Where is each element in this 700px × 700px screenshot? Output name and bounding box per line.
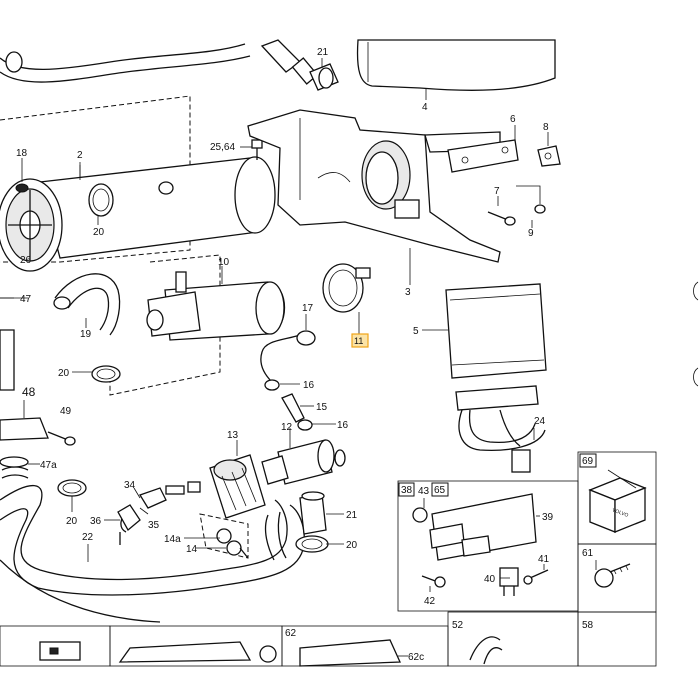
label-6: 6 <box>510 114 516 125</box>
bracket-3 <box>247 109 501 285</box>
label-61: 61 <box>582 548 594 559</box>
label-38-box <box>398 482 415 497</box>
label-21-b: 21 <box>346 510 358 521</box>
label-22: 22 <box>82 532 94 543</box>
canister-2 <box>39 156 276 259</box>
valve-13 <box>209 454 266 519</box>
label-39: 39 <box>542 512 554 523</box>
label-2: 2 <box>77 150 83 161</box>
screw-61 <box>594 563 631 588</box>
clamp-20-mid <box>91 365 121 383</box>
bolt-49 <box>47 431 76 446</box>
label-58: 58 <box>582 620 594 631</box>
screw-9 <box>516 185 546 228</box>
right-edge-mark-top <box>693 281 699 301</box>
part-62 <box>299 639 401 667</box>
label-16-b: 16 <box>337 420 349 431</box>
label-3: 3 <box>405 287 411 298</box>
label-40: 40 <box>484 574 496 585</box>
label-14: 14 <box>186 544 198 555</box>
label-16-a: 16 <box>303 380 315 391</box>
control-unit-5 <box>422 283 547 379</box>
wheel-18 <box>0 178 63 272</box>
pump-10 <box>146 266 286 341</box>
label-38: 38 <box>401 485 413 496</box>
hose-52 <box>469 636 503 665</box>
part-bottom-mid <box>118 641 277 663</box>
label-15: 15 <box>316 402 328 413</box>
label-11: 11 <box>354 336 363 346</box>
volvo-box-text: VOLVO <box>611 507 629 518</box>
label-8: 8 <box>543 122 549 133</box>
label-10: 10 <box>218 257 230 268</box>
clamp-20-top <box>88 183 114 217</box>
nozzle-34 <box>117 481 201 545</box>
pipe-fitting-21 <box>260 39 339 91</box>
label-20-b: 20 <box>58 368 70 379</box>
label-19: 19 <box>80 329 92 340</box>
label-20-a: 20 <box>93 227 105 238</box>
leader-lines <box>0 146 597 657</box>
label-69: 69 <box>582 456 594 467</box>
label-7: 7 <box>494 186 500 197</box>
label-41: 41 <box>538 554 550 565</box>
label-21-top: 21 <box>317 47 329 58</box>
bolt-25-64 <box>251 139 263 160</box>
label-49: 49 <box>60 406 72 417</box>
clamp-20-lower <box>57 479 87 497</box>
clamp-ring-11 <box>322 263 371 334</box>
label-14a: 14a <box>164 534 181 545</box>
label-24: 24 <box>534 416 546 427</box>
bracket-47 <box>0 297 15 391</box>
label-11-highlight <box>351 333 369 348</box>
label-4: 4 <box>422 102 428 113</box>
pump-12 <box>261 428 346 485</box>
label-34: 34 <box>124 480 136 491</box>
label-47a: 47a <box>40 460 57 471</box>
bottom-row-frames <box>0 611 657 667</box>
right-edge-mark-bottom <box>693 367 699 387</box>
clamp-20-bottom <box>295 535 329 553</box>
screw-7 <box>487 196 516 226</box>
label-42: 42 <box>424 596 436 607</box>
label-20-c: 20 <box>66 516 78 527</box>
label-69-box <box>579 453 597 468</box>
label-13: 13 <box>227 430 239 441</box>
reservoir-4 <box>356 39 556 100</box>
label-36: 36 <box>90 516 102 527</box>
wire-sensor-17 <box>260 330 316 431</box>
label-18: 18 <box>16 148 28 159</box>
label-35: 35 <box>148 520 160 531</box>
label-47: 47 <box>20 294 32 305</box>
hose-21-lower <box>264 491 327 561</box>
bracket-48 <box>0 400 49 441</box>
bolt-14 <box>199 513 249 559</box>
hose-19 <box>53 273 121 336</box>
plate-6 <box>447 125 519 173</box>
label-26: 26 <box>20 255 32 266</box>
label-48: 48 <box>22 385 36 399</box>
label-17: 17 <box>302 303 314 314</box>
part-bottom-left <box>39 641 81 661</box>
label-52: 52 <box>452 620 464 631</box>
label-65-box <box>431 482 449 497</box>
wiring-harness-24 <box>455 385 546 473</box>
label-65: 65 <box>434 485 446 496</box>
label-9: 9 <box>528 228 534 239</box>
label-20-d: 20 <box>346 540 358 551</box>
upper-hose <box>0 43 251 83</box>
label-12: 12 <box>281 422 293 433</box>
kit-box-38 <box>397 480 579 612</box>
group-outline-mid <box>109 254 221 396</box>
label-62: 62 <box>285 628 297 639</box>
spring-47a <box>0 456 29 479</box>
label-43: 43 <box>418 486 430 497</box>
clip-8 <box>537 132 561 167</box>
label-62c: 62c <box>408 652 424 663</box>
label-5: 5 <box>413 326 419 337</box>
box-69 <box>577 451 657 613</box>
label-25-64: 25,64 <box>210 142 235 153</box>
